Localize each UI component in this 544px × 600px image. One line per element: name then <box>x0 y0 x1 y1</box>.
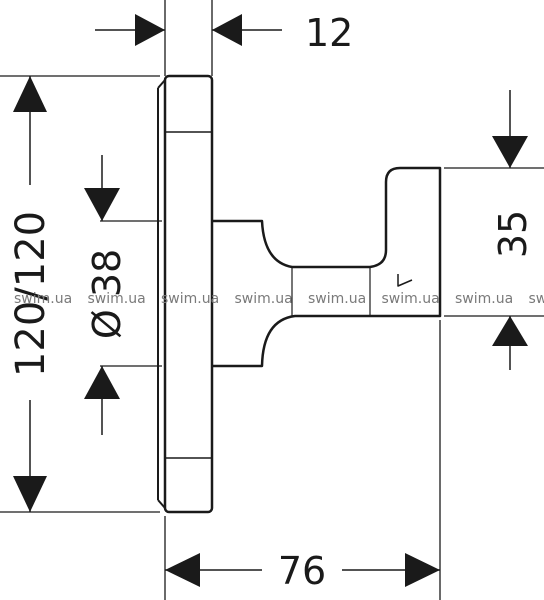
diameter-label: Ø 38 <box>85 249 129 339</box>
watermark-text: swim.ua <box>88 291 146 307</box>
dimension-total-height <box>13 76 47 512</box>
watermark-row: swim.ua swim.ua swim.ua swim.ua swim.ua swim.… <box>14 291 544 307</box>
dimension-hook-height <box>492 90 528 370</box>
watermark-text: swim.ua <box>308 291 366 307</box>
dimension-width <box>95 14 282 46</box>
hook-body <box>212 166 442 368</box>
watermark-text: swim.ua <box>382 291 440 307</box>
watermark-text: swim.ua <box>235 291 293 307</box>
watermark-text: swim.ua <box>455 291 513 307</box>
watermark-text: swim.ua <box>14 291 72 307</box>
watermark-text: swim.ua <box>161 291 219 307</box>
watermark-text: swim.ua <box>529 291 544 307</box>
width-label: 12 <box>305 11 353 55</box>
dimension-diameter <box>84 155 120 435</box>
wall-plate <box>157 74 214 514</box>
hook-height-label: 35 <box>491 210 535 258</box>
dimension-depth <box>165 553 440 587</box>
total-height-label: 120/120 <box>8 211 54 377</box>
depth-label: 76 <box>278 549 326 593</box>
